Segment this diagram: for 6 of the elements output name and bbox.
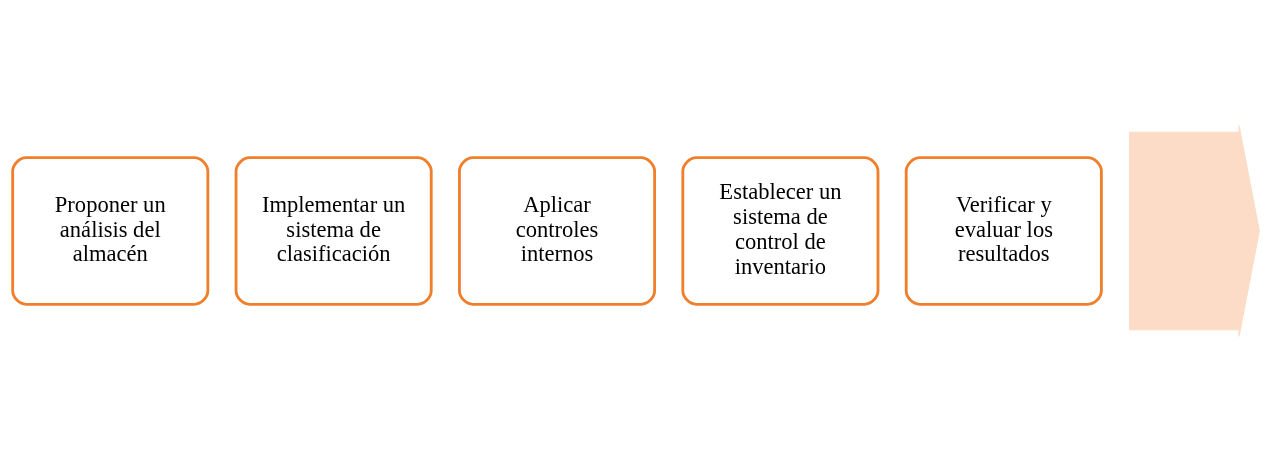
node-arrow: [1129, 124, 1260, 338]
node-box: Proponer un análisis del almacén: [11, 156, 210, 306]
node-box: Aplicar controles internos: [458, 156, 657, 306]
node-box: Verificar y evaluar los resultados: [904, 156, 1103, 306]
node-box: Implementar un sistema de clasificación: [234, 156, 433, 306]
node-box: Establecer un sistema de control de inventario: [681, 156, 880, 306]
